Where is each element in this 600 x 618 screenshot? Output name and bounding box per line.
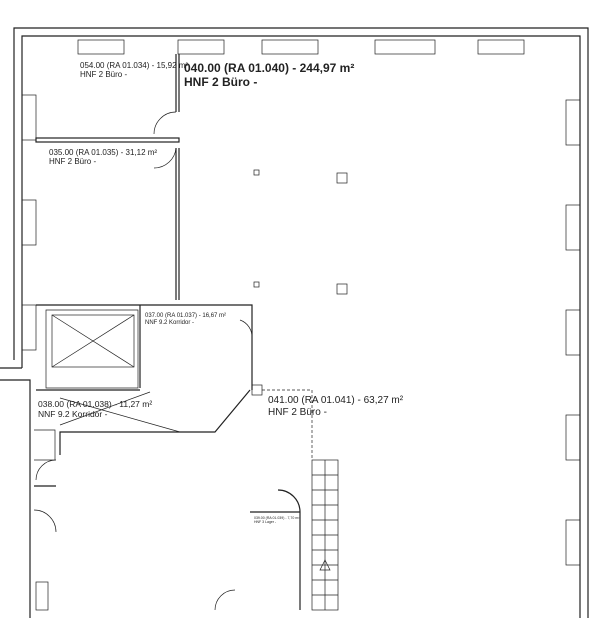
interior-walls (33, 54, 339, 611)
room-use: HNF 2 Büro - (49, 157, 97, 167)
room-use: HNF 3 Lager - (254, 520, 277, 525)
room-use: NNF 9.2 Korridor - (38, 408, 108, 419)
room-use: HNF 2 Büro - (268, 406, 327, 418)
room-use: NNF 9.2 Korridor - (145, 319, 195, 326)
room-title: 035.00 (RA 01.035) - 31,12 m² (49, 148, 158, 157)
outer-walls (0, 27, 589, 618)
room-title: 040.00 (RA 01.040) - 244,97 m² (184, 61, 355, 75)
room-use: HNF 2 Büro - (184, 74, 258, 89)
room-title: 054.00 (RA 01.034) - 15,92 m² (80, 61, 189, 70)
room-title: 039.00 (RA 01.039) - 7,70 m² (254, 516, 300, 520)
room-use: HNF 2 Büro - (80, 70, 128, 80)
room-title: 038.00 (RA 01.038) - 11,27 m² (38, 399, 153, 409)
columns (253, 169, 348, 295)
room-title: 041.00 (RA 01.041) - 63,27 m² (268, 395, 404, 406)
room-title: 037.00 (RA 01.037) - 16,67 m² (145, 313, 227, 319)
windows (21, 39, 581, 566)
